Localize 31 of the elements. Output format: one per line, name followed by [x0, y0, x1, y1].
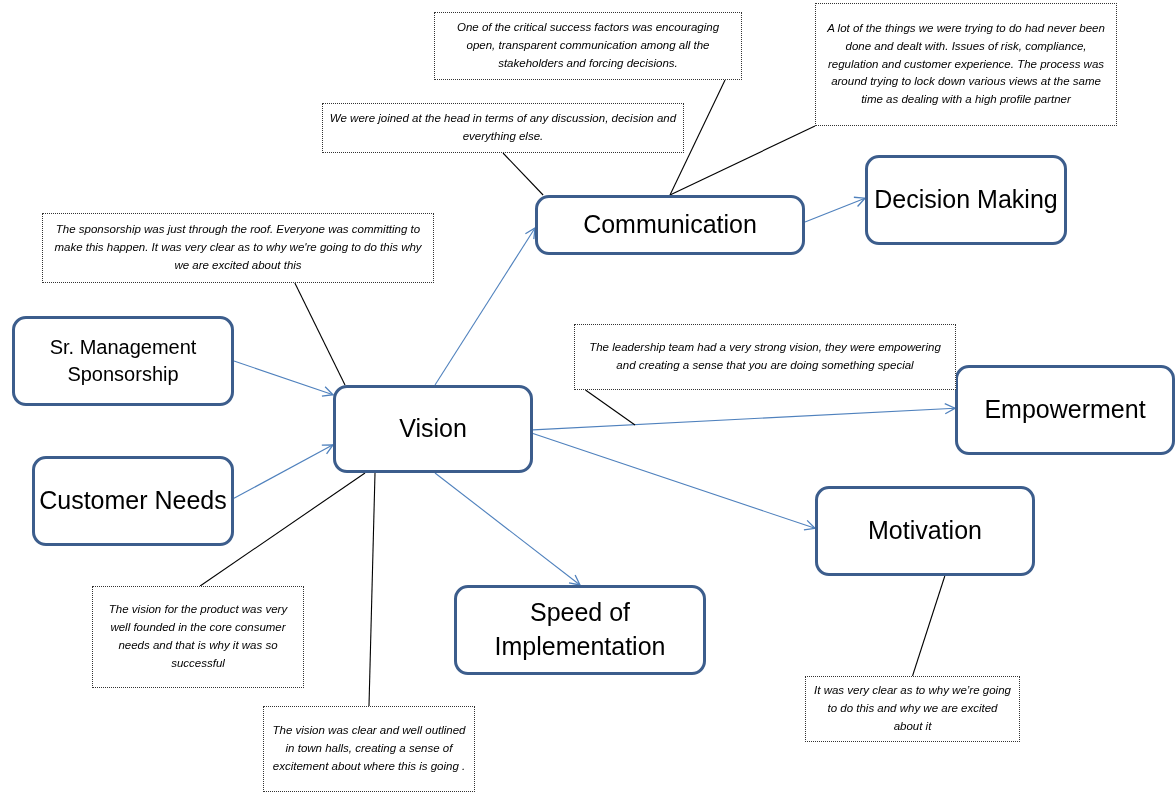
- concept-box: Vision: [333, 385, 533, 473]
- leader-line: [502, 152, 544, 196]
- quote-box: One of the critical success factors was encouraging open, transparent communication among all the stakeholders and forcing decisions.: [434, 12, 742, 80]
- leader-line: [294, 282, 346, 386]
- concept-box: Communication: [535, 195, 805, 255]
- arrow: [434, 472, 581, 586]
- leader-line: [669, 79, 726, 196]
- leader-line: [669, 125, 816, 196]
- leader-line: [911, 575, 946, 677]
- concept-box: Customer Needs: [32, 456, 234, 546]
- quote-box: The vision was clear and well outlined in town halls, creating a sense of excitement about where this is going .: [263, 706, 475, 792]
- quote-box: The vision for the product was very well founded in the core consumer needs and that is why it was so successful: [92, 586, 304, 688]
- arrow: [233, 444, 334, 499]
- arrow: [804, 196, 866, 223]
- concept-box: Decision Making: [865, 155, 1067, 245]
- arrow: [532, 403, 956, 431]
- quote-box: A lot of the things we were trying to do had never been done and dealt with. Issues of risk, compliance, regulation and customer experience. The process was around trying to lock down various views at the same time as dealing with a high profile partner: [815, 3, 1117, 126]
- arrow: [233, 360, 334, 397]
- quote-box: The sponsorship was just through the roof. Everyone was committing to make this happen. It was very clear as to why we're going to do this why we are excited about this: [42, 213, 434, 283]
- arrow: [434, 227, 536, 386]
- concept-box: Sr. Management Sponsorship: [12, 316, 234, 406]
- arrow: [532, 432, 816, 531]
- quote-box: It was very clear as to why we’re going to do this and why we are excited about it: [805, 676, 1020, 742]
- concept-box: Motivation: [815, 486, 1035, 576]
- concept-box: Speed of Implementation: [454, 585, 706, 675]
- quote-box: The leadership team had a very strong vision, they were empowering and creating a sense that you are doing something special: [574, 324, 956, 390]
- leader-line: [199, 472, 366, 587]
- leader-line: [584, 389, 636, 426]
- leader-line: [368, 472, 376, 707]
- concept-box: Empowerment: [955, 365, 1175, 455]
- quote-box: We were joined at the head in terms of any discussion, decision and everything else.: [322, 103, 684, 153]
